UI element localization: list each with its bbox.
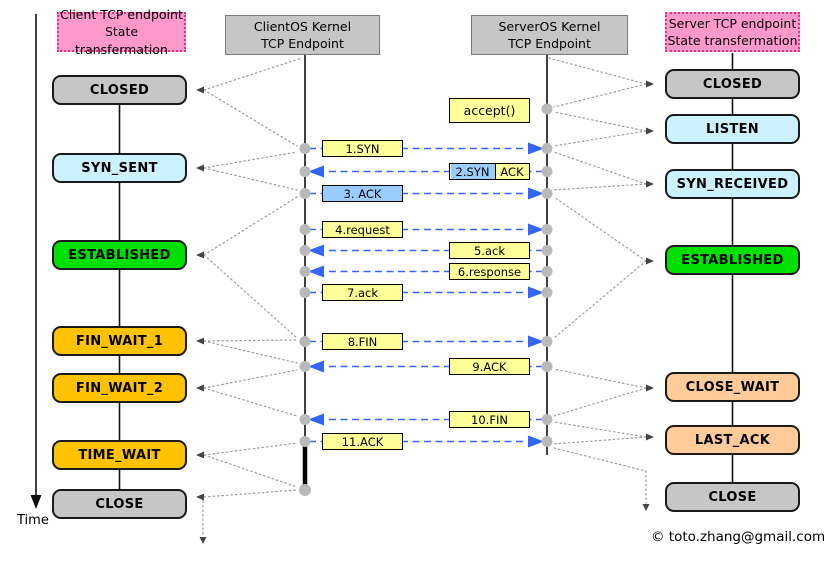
msg-7-ack: 7.ack [322,284,403,301]
msg-8-fin: 8.FIN [322,333,403,350]
client-kernel-header: ClientOS Kernel TCP Endpoint [225,15,380,55]
copyright-text: © toto.zhang@gmail.com [651,529,826,545]
msg-5-ack: 5.ack [449,242,530,259]
state-client-fin-wait-2: FIN_WAIT_2 [52,373,187,403]
msg-3-ack: 3. ACK [322,185,403,202]
server-state-header: Server TCP endpoint State transfermation [665,12,800,52]
msg-11-ack: 11.ACK [322,433,403,450]
state-client-closed: CLOSED [52,75,187,105]
client-state-header-line1: Client TCP endpoint [60,6,183,22]
state-server-close-wait: CLOSE_WAIT [665,372,800,402]
message-arrowheads [308,142,544,448]
state-client-fin-wait-1: FIN_WAIT_1 [52,326,187,356]
msg-1-syn: 1.SYN [322,140,403,157]
time-axis-label: Time [17,513,49,528]
msg-2-syn-ack: 2.SYN ACK [449,163,530,180]
client-state-connectors [202,57,303,537]
state-client-established: ESTABLISHED [52,240,187,270]
msg-9-ack: 9.ACK [449,358,530,375]
msg-2-syn-part: 2.SYN [450,164,496,179]
client-kernel-header-line1: ClientOS Kernel [253,18,352,34]
state-server-close: CLOSE [665,482,800,512]
state-server-last-ack: LAST_ACK [665,425,800,455]
accept-call-box: accept() [449,98,530,123]
state-server-established: ESTABLISHED [665,245,800,275]
state-server-closed: CLOSED [665,69,800,99]
event-dots [299,103,553,496]
server-kernel-header-line1: ServerOS Kernel [498,18,601,34]
server-kernel-header-line2: TCP Endpoint [508,36,591,51]
time-axis-arrow [30,14,42,509]
state-client-close: CLOSE [52,489,187,519]
server-state-header-line2: State transfermation [667,33,798,48]
client-kernel-header-line2: TCP Endpoint [261,36,344,51]
server-state-connectors [548,57,647,504]
state-server-listen: LISTEN [665,114,800,144]
msg-10-fin: 10.FIN [449,411,530,428]
client-state-header-line2: State transfermation [75,24,168,57]
server-kernel-header: ServerOS Kernel TCP Endpoint [471,15,628,55]
msg-2-ack-part: ACK [495,164,529,179]
state-server-syn-received: SYN_RECEIVED [665,169,800,199]
client-connector-arrowheads [196,86,207,544]
msg-6-response: 6.response [449,263,530,280]
msg-4-request: 4.request [322,221,403,238]
state-client-time-wait: TIME_WAIT [52,440,187,470]
client-state-header: Client TCP endpoint State transfermation [57,7,186,57]
server-state-header-line1: Server TCP endpoint [668,15,797,31]
server-connector-arrowheads [642,80,654,511]
state-client-syn-sent: SYN_SENT [52,153,187,183]
